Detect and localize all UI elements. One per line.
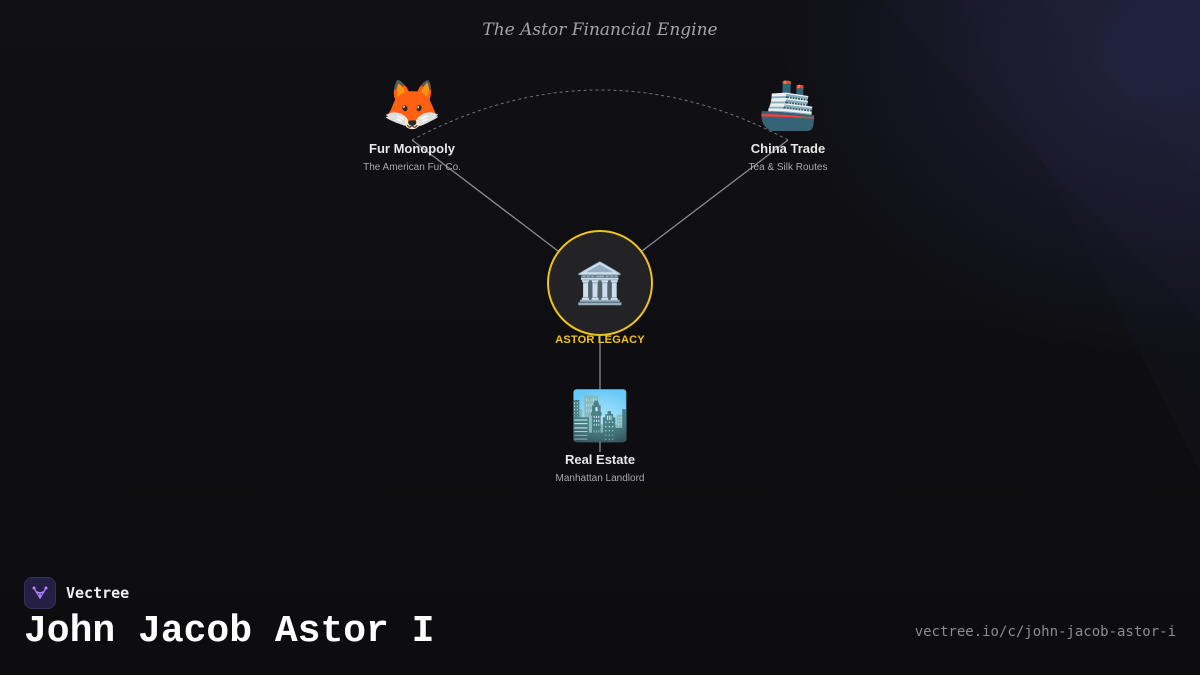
- classical-building-icon: 🏛️: [575, 261, 625, 306]
- arc-fur-to-china: [411, 89, 789, 141]
- node-china-trade[interactable]: 🚢 China Trade Tea & Silk Routes: [688, 77, 888, 173]
- center-label: ASTOR LEGACY: [555, 334, 645, 346]
- node-fur-monopoly[interactable]: 🦊 Fur Monopoly The American Fur Co.: [312, 77, 512, 173]
- fox-icon: 🦊: [382, 79, 442, 132]
- node-title: Real Estate: [564, 452, 636, 467]
- edge-fur-to-center: [411, 139, 559, 252]
- edge-china-to-center: [641, 139, 789, 252]
- cityscape-icon: 🏙️: [570, 390, 630, 443]
- page-title: John Jacob Astor I: [24, 610, 435, 653]
- node-title: Fur Monopoly: [369, 141, 455, 156]
- node-title: China Trade: [750, 141, 826, 156]
- node-subtitle: The American Fur Co.: [363, 162, 461, 173]
- brand[interactable]: Vectree: [24, 577, 129, 609]
- node-subtitle: Manhattan Landlord: [555, 473, 645, 484]
- ship-icon: 🚢: [758, 79, 818, 132]
- brand-name: Vectree: [66, 584, 130, 602]
- node-astor-legacy[interactable]: 🏛️: [547, 230, 653, 336]
- vectree-logo-icon: [24, 577, 56, 609]
- diagram-title: The Astor Financial Engine: [482, 20, 718, 40]
- node-real-estate[interactable]: 🏙️ Real Estate Manhattan Landlord: [500, 388, 700, 484]
- node-subtitle: Tea & Silk Routes: [748, 162, 828, 173]
- page-url[interactable]: vectree.io/c/john-jacob-astor-i: [914, 624, 1176, 640]
